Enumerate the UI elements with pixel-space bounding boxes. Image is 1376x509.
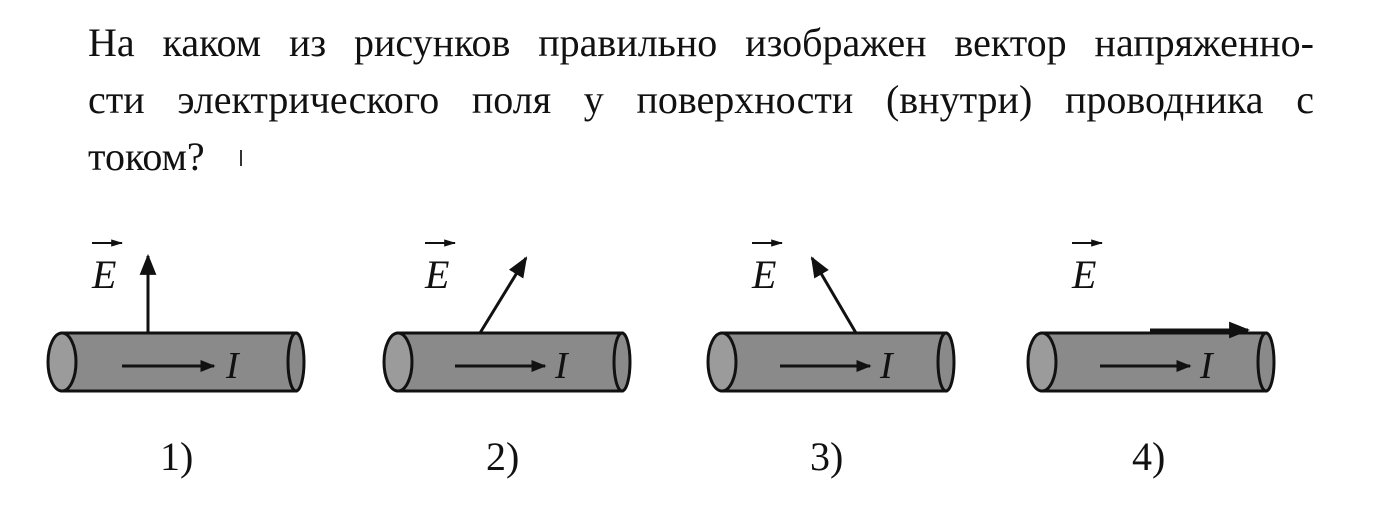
figure-4: I E: [1026, 239, 1276, 393]
figure-1: I E: [46, 239, 306, 393]
current-symbol-4: I: [1199, 345, 1215, 387]
question-line-1: На каком из рисунков правильно изображен…: [88, 20, 1314, 65]
question-text: На каком из рисунков правильно изображен…: [88, 14, 1314, 185]
field-vector-3: [810, 256, 858, 334]
figure-3: I E: [706, 239, 956, 393]
current-symbol-3: I: [879, 345, 895, 387]
stray-print-mark: [240, 150, 242, 166]
figure-label-3: 3): [810, 434, 843, 479]
field-symbol-4: E: [1071, 252, 1096, 297]
conductor-4: [1026, 331, 1276, 393]
field-symbol-3: E: [751, 252, 776, 297]
question-line-2: сти электрического поля у поверхности (в…: [88, 77, 1314, 122]
conductor-3: [706, 331, 956, 393]
question-line-3: током?: [88, 134, 205, 179]
conductor-2: [382, 331, 632, 393]
field-symbol-2: E: [424, 252, 449, 297]
figure-label-1: 1): [160, 434, 193, 479]
figure-label-2: 2): [486, 434, 519, 479]
current-symbol-2: I: [554, 345, 570, 387]
current-symbol-1: I: [225, 345, 241, 387]
figure-label-4: 4): [1132, 434, 1165, 479]
field-symbol-1: E: [91, 252, 116, 297]
conductor-1: [46, 331, 306, 393]
field-vector-2: [478, 256, 528, 334]
figure-2: I E: [382, 239, 632, 393]
